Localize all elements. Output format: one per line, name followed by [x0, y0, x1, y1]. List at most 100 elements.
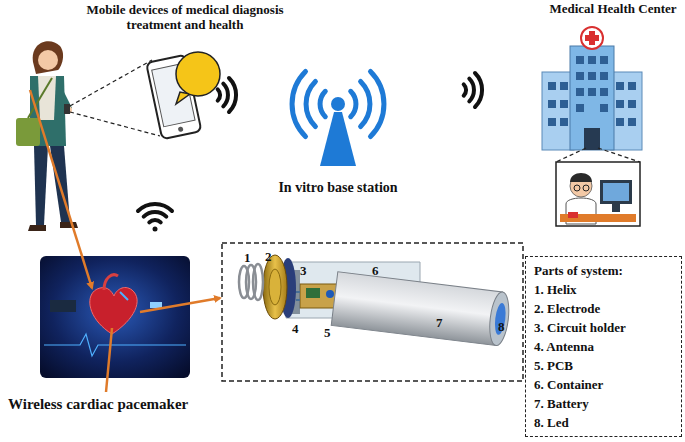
heart-scan — [44, 334, 186, 356]
wifi-signal — [144, 212, 167, 217]
wifi-signal — [469, 79, 474, 102]
mobile-phone — [178, 126, 184, 132]
walking-woman — [33, 41, 63, 74]
list-item: 4. Antenna — [534, 337, 673, 356]
doctor-at-computer — [600, 180, 632, 204]
station-caption: In vitro base station — [258, 180, 418, 196]
hospital-building — [616, 82, 624, 90]
hospital-building — [616, 100, 624, 108]
callout-number: 2 — [265, 250, 272, 263]
wifi-signal — [153, 227, 158, 232]
base-station — [371, 72, 384, 137]
helix — [253, 264, 263, 300]
doctor-at-computer — [570, 173, 592, 182]
doctor-at-computer — [556, 162, 640, 226]
heart-scan — [40, 256, 190, 378]
base-station — [320, 112, 356, 166]
zoom-lines — [598, 148, 640, 162]
hospital-building — [548, 56, 636, 126]
helix — [239, 264, 263, 300]
pacemaker-caption: Wireless cardiac pacemaker — [8, 396, 213, 413]
speech-bubble — [176, 52, 220, 104]
hospital-building — [600, 88, 608, 96]
hospital-building — [542, 72, 574, 150]
parts-list-box: Parts of system:1. Helix2. Electrode3. C… — [525, 256, 682, 437]
callout-number: 1 — [244, 251, 251, 264]
device-caption: Mobile devices of medical diagnosis trea… — [80, 3, 290, 33]
hospital-building — [610, 72, 642, 150]
speech-bubble — [176, 52, 220, 96]
list-item: 6. Container — [534, 375, 673, 394]
pointer-lines — [106, 328, 112, 392]
callout-number: 4 — [292, 322, 299, 335]
battery — [331, 272, 502, 346]
list-item: 5. PCB — [534, 356, 673, 375]
zoom-lines — [70, 112, 160, 136]
list-item: 1. Helix — [534, 280, 673, 299]
wifi-signal — [218, 78, 236, 112]
pacemaker-frame — [222, 243, 523, 381]
hospital-building — [628, 118, 636, 126]
hospital-building — [548, 118, 556, 126]
base-station — [292, 72, 305, 137]
callout-number: 8 — [498, 320, 505, 333]
center-caption: Medical Health Center — [548, 2, 678, 17]
hospital-building — [616, 118, 624, 126]
hospital-building — [560, 82, 568, 90]
callout-number: 3 — [300, 264, 307, 277]
circuit-board — [326, 290, 334, 298]
walking-woman — [38, 50, 58, 70]
list-heading: Parts of system: — [534, 261, 673, 280]
hospital-building — [548, 100, 556, 108]
wifi-signal — [138, 204, 172, 211]
wifi-signal — [464, 73, 482, 107]
doctor-at-computer — [603, 183, 629, 201]
hospital-building — [570, 46, 614, 150]
hospital-building — [560, 100, 568, 108]
wifi-signal — [149, 220, 160, 222]
hospital-building — [584, 128, 600, 150]
heart-scan — [90, 288, 137, 334]
hospital-building — [576, 72, 584, 80]
pointer-lines — [140, 298, 220, 312]
doctor-at-computer — [556, 162, 640, 226]
hospital-building — [600, 56, 608, 64]
base-station — [361, 81, 370, 126]
hospital-building — [628, 100, 636, 108]
electrode — [263, 255, 287, 319]
list-item: 2. Electrode — [534, 299, 673, 318]
hospital-building — [588, 72, 596, 80]
doctor-at-computer — [583, 185, 589, 191]
wifi-signal — [475, 73, 482, 107]
pacemaker — [239, 255, 512, 347]
zoom-lines — [556, 148, 640, 162]
callout-number: 6 — [372, 264, 379, 277]
base-station — [292, 72, 384, 137]
heart-scan — [50, 300, 76, 312]
wifi-signal — [229, 78, 236, 112]
walking-woman — [64, 104, 70, 114]
circuit-board — [306, 288, 320, 298]
list-item: 8. Led — [534, 413, 673, 432]
wifi-signal — [464, 84, 466, 95]
callout-number: 7 — [436, 316, 443, 329]
base-station — [351, 91, 356, 116]
hospital-building — [542, 27, 642, 150]
list-item: 7. Battery — [534, 394, 673, 413]
hospital-building — [600, 72, 608, 80]
hospital-building — [576, 56, 584, 64]
hospital-building — [576, 104, 584, 112]
base-station — [331, 97, 345, 111]
walking-woman — [16, 41, 78, 231]
hospital-building — [581, 27, 603, 49]
hospital-building — [628, 82, 636, 90]
base-station — [320, 91, 325, 116]
heart-scan — [120, 292, 128, 300]
battery — [493, 302, 507, 335]
hospital-building — [585, 35, 599, 41]
hospital-building — [548, 82, 556, 90]
walking-woman — [34, 146, 48, 225]
zoom-lines — [70, 60, 152, 106]
walking-woman — [28, 225, 46, 231]
list-item: 3. Circuit holder — [534, 318, 673, 337]
